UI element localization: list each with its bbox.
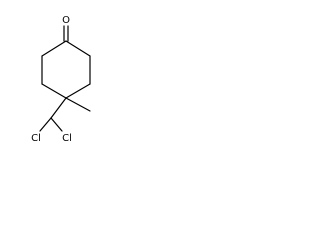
molecule-structure: O Cl Cl [31,15,91,144]
ring-bond-c4-c5 [65,83,91,99]
ring-bond-c6-c1 [65,40,91,57]
chlorine-left-label: Cl [31,133,41,144]
c-cl-right-bond [50,117,63,132]
ring-bond-c3-c4 [41,83,67,99]
ring-bond-c1-c2 [41,40,67,57]
oxygen-label: O [62,15,70,26]
methyl-bond [65,97,91,112]
chlorine-right-label: Cl [62,133,72,144]
c-cl-left-bond [39,117,52,132]
chc-bond [50,97,67,119]
